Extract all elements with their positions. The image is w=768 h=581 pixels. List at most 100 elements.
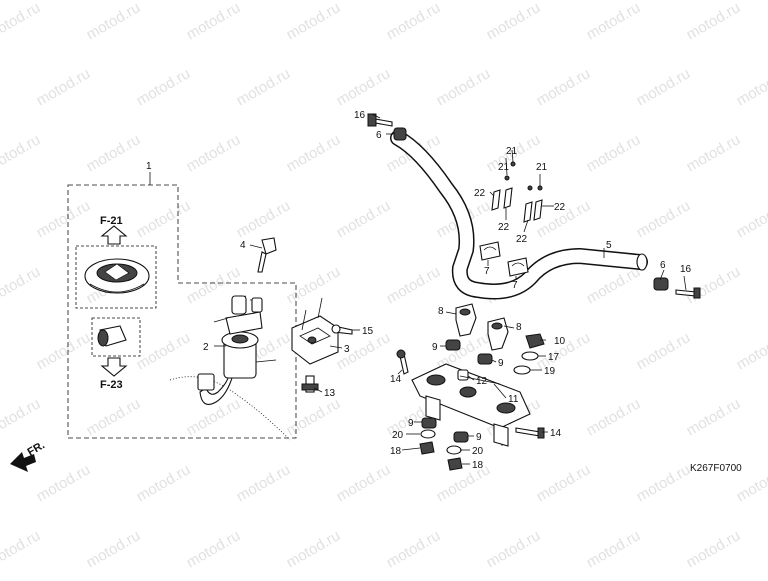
watermark-text: motod.ru bbox=[0, 395, 43, 439]
watermark-text: motod.ru bbox=[84, 131, 144, 175]
watermark-text: motod.ru bbox=[484, 527, 544, 571]
watermark-text: motod.ru bbox=[134, 329, 194, 373]
watermark-text: motod.ru bbox=[434, 65, 494, 109]
callout-11: 11 bbox=[508, 394, 519, 405]
watermark-text: motod.ru bbox=[634, 65, 694, 109]
callout-1: 1 bbox=[146, 161, 152, 172]
callout-6-right: 6 bbox=[660, 260, 666, 271]
watermark-text: motod.ru bbox=[184, 131, 244, 175]
callout-21-right: 21 bbox=[536, 162, 548, 173]
watermark-text: motod.ru bbox=[634, 461, 694, 505]
watermark-text: motod.ru bbox=[684, 527, 744, 571]
front-marker-label: FR. bbox=[26, 439, 47, 458]
watermark-text: motod.ru bbox=[134, 461, 194, 505]
callout-5: 5 bbox=[606, 240, 612, 251]
callout-13: 13 bbox=[324, 388, 336, 399]
watermark-text: motod.ru bbox=[184, 0, 244, 43]
callout-3: 3 bbox=[344, 344, 350, 355]
callout-8-left: 8 bbox=[438, 306, 444, 317]
watermark-text: motod.ru bbox=[84, 527, 144, 571]
callout-9-lower-left: 9 bbox=[408, 418, 414, 429]
callout-4: 4 bbox=[240, 240, 246, 251]
watermark-text: motod.ru bbox=[34, 329, 94, 373]
watermark-text: motod.ru bbox=[684, 263, 744, 307]
ref-label-bottom: F-23 bbox=[100, 379, 123, 391]
callout-19: 19 bbox=[544, 366, 556, 377]
watermark-text: motod.ru bbox=[584, 527, 644, 571]
callout-9-upper-right: 9 bbox=[498, 358, 504, 369]
watermark-text: motod.ru bbox=[334, 65, 394, 109]
watermark-text: motod.ru bbox=[434, 461, 494, 505]
callout-20-left: 20 bbox=[392, 430, 404, 441]
watermark-text: motod.ru bbox=[234, 461, 294, 505]
callout-22-right: 22 bbox=[554, 202, 566, 213]
callout-22-left: 22 bbox=[474, 188, 486, 199]
key bbox=[258, 238, 276, 272]
callout-15: 15 bbox=[362, 326, 374, 337]
watermark-text: motod.ru bbox=[384, 263, 444, 307]
watermark-text: motod.ru bbox=[534, 461, 594, 505]
callout-2: 2 bbox=[203, 342, 209, 353]
watermark-text: motod.ru bbox=[34, 65, 94, 109]
callout-8-right: 8 bbox=[516, 322, 522, 333]
callout-9-lower-right: 9 bbox=[476, 432, 482, 443]
watermark-text: motod.ru bbox=[734, 65, 768, 109]
callout-18-left: 18 bbox=[390, 446, 402, 457]
watermark-text: motod.ru bbox=[134, 197, 194, 241]
watermark-text: motod.ru bbox=[84, 395, 144, 439]
callout-10: 10 bbox=[554, 336, 566, 347]
watermark-text: motod.ru bbox=[584, 131, 644, 175]
callout-16-left: 16 bbox=[354, 110, 366, 121]
drawing-code: K267F0700 bbox=[690, 463, 742, 474]
watermark-text: motod.ru bbox=[334, 197, 394, 241]
callout-22-middle: 22 bbox=[498, 222, 510, 233]
watermark-text: motod.ru bbox=[634, 197, 694, 241]
watermark-text: motod.ru bbox=[334, 461, 394, 505]
callout-21-left: 21 bbox=[498, 162, 510, 173]
watermark-text: motod.ru bbox=[34, 197, 94, 241]
watermark-text: motod.ru bbox=[0, 0, 43, 43]
callout-14-left: 14 bbox=[390, 374, 402, 385]
watermark-text: motod.ru bbox=[134, 65, 194, 109]
watermark-text: motod.ru bbox=[84, 0, 144, 43]
watermark-text: motod.ru bbox=[284, 131, 344, 175]
watermark-text: motod.ru bbox=[734, 197, 768, 241]
callout-7-right: 7 bbox=[512, 280, 518, 291]
watermark-text: motod.ru bbox=[684, 395, 744, 439]
watermark-text: motod.ru bbox=[584, 395, 644, 439]
callout-21-top: 21 bbox=[506, 146, 518, 157]
watermark-text: motod.ru bbox=[384, 527, 444, 571]
watermark-text: motod.ru bbox=[284, 0, 344, 43]
watermark-text: motod.ru bbox=[184, 527, 244, 571]
watermark-text: motod.ru bbox=[34, 461, 94, 505]
callout-6-left: 6 bbox=[376, 130, 382, 141]
callout-20-right: 20 bbox=[472, 446, 484, 457]
watermark-text: motod.ru bbox=[584, 0, 644, 43]
callout-16-right: 16 bbox=[680, 264, 692, 275]
switch-bracket bbox=[292, 298, 352, 392]
watermark-text: motod.ru bbox=[0, 527, 43, 571]
arrow-up-icon bbox=[102, 226, 126, 244]
callout-17: 17 bbox=[548, 352, 560, 363]
watermark-text: motod.ru bbox=[234, 197, 294, 241]
watermark-text: motod.ru bbox=[584, 263, 644, 307]
watermark-text: motod.ru bbox=[234, 65, 294, 109]
watermark-text: motod.ru bbox=[284, 263, 344, 307]
watermark-text: motod.ru bbox=[484, 0, 544, 43]
watermark-text: motod.ru bbox=[534, 65, 594, 109]
arrow-down-icon bbox=[102, 358, 126, 376]
callout-9-upper-left: 9 bbox=[432, 342, 438, 353]
callout-22-bottom: 22 bbox=[516, 234, 528, 245]
watermark-text: motod.ru bbox=[384, 0, 444, 43]
callout-18-right: 18 bbox=[472, 460, 484, 471]
watermark-text: motod.ru bbox=[284, 395, 344, 439]
callout-12: 12 bbox=[476, 376, 488, 387]
callout-labels: 1 2 3 4 5 6 6 7 7 8 8 9 9 9 9 10 11 12 1… bbox=[146, 110, 742, 474]
watermark-text: motod.ru bbox=[684, 131, 744, 175]
watermark-text: motod.ru bbox=[0, 263, 43, 307]
front-direction-marker: FR. bbox=[10, 439, 47, 472]
watermark-text: motod.ru bbox=[734, 329, 768, 373]
ignition-switch bbox=[170, 296, 290, 440]
